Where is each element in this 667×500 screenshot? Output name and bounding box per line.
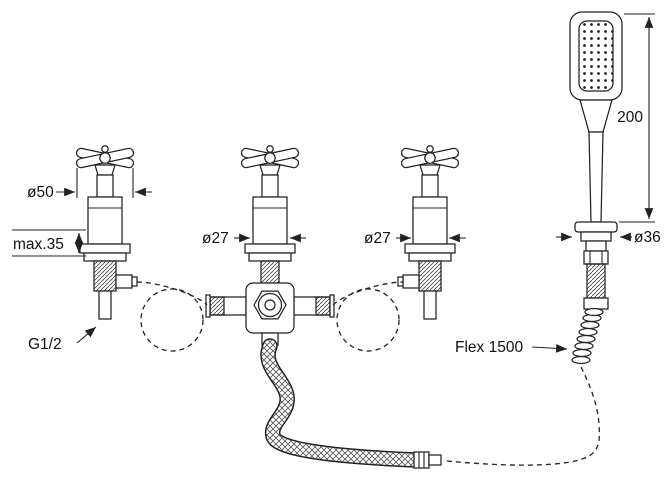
handle-top-knob-icon xyxy=(266,145,274,153)
valve-body xyxy=(412,196,448,245)
escutcheon-lower xyxy=(83,252,127,262)
handle-base xyxy=(419,164,441,176)
coil xyxy=(578,327,598,337)
left-hose-dashed xyxy=(136,281,208,306)
diverter-left-thread xyxy=(209,296,225,316)
escutcheon xyxy=(404,243,456,254)
escutcheon-lower xyxy=(248,252,292,262)
coil xyxy=(580,320,600,330)
hand-shower xyxy=(569,11,623,365)
nut-facets xyxy=(589,251,603,264)
hose-braid xyxy=(261,339,423,467)
leader-arrow xyxy=(531,344,568,353)
inlet-tail xyxy=(98,290,112,320)
escutcheon xyxy=(79,243,131,254)
dimensions: ø50 max.35 G1/2 ø27 ø27 ø36 200 Flex 150… xyxy=(12,13,661,356)
valve-stem xyxy=(261,174,279,198)
flex-route-dashed xyxy=(446,366,600,466)
mounting-nut xyxy=(583,250,609,265)
diverter-right-thread xyxy=(315,296,331,316)
hose-end-nut xyxy=(413,451,430,469)
threaded-shank xyxy=(260,260,280,284)
hose-nut-facets xyxy=(418,452,425,468)
right-valve xyxy=(397,145,460,320)
left-valve xyxy=(75,145,138,320)
shower-neck xyxy=(579,99,613,133)
valve-body xyxy=(87,196,123,245)
right-hose-loop xyxy=(336,288,400,352)
valve-stem xyxy=(96,174,114,198)
dim-label-center-diameter: ø27 xyxy=(202,230,229,247)
dim-label-base-diameter: ø36 xyxy=(634,229,661,246)
shower-escutcheon-mid xyxy=(580,231,612,242)
handle-top-knob-icon xyxy=(426,145,434,153)
side-outlet-end xyxy=(131,276,138,287)
handle-hub xyxy=(424,152,436,164)
dim-label-right-diameter: ø27 xyxy=(364,230,391,247)
handle-base xyxy=(259,164,281,176)
dim-label-max-thickness: max.35 xyxy=(13,236,64,253)
hose-end-tip xyxy=(428,454,442,466)
shower-escutcheon xyxy=(574,221,618,233)
dim-label-height: 200 xyxy=(617,109,643,126)
dim-label-handle-diameter: ø50 xyxy=(27,184,54,201)
coil xyxy=(576,334,596,344)
shower-escutcheon-lower xyxy=(585,240,607,252)
side-outlet xyxy=(115,274,133,289)
shower-supply-hose xyxy=(260,338,442,469)
threaded-rod xyxy=(586,263,606,299)
threaded-shank xyxy=(418,260,442,292)
center-valve xyxy=(240,145,300,284)
diverter-left-end xyxy=(205,294,211,318)
left-hose-loop xyxy=(140,288,204,352)
handle-top-knob-icon xyxy=(101,145,109,153)
shower-spray-face xyxy=(578,20,614,92)
diverter-right-end xyxy=(329,294,335,318)
dim-label-flex-length: Flex 1500 xyxy=(455,339,523,356)
inlet-tail xyxy=(423,290,437,320)
threaded-shank xyxy=(93,260,117,292)
coil xyxy=(572,348,592,358)
flex-spring-coils xyxy=(571,307,604,365)
lower-nut xyxy=(583,297,609,310)
handle-hub xyxy=(264,152,276,164)
connection-hoses xyxy=(136,281,600,466)
side-outlet xyxy=(402,274,420,289)
valve-stem xyxy=(421,174,439,198)
handle-hub xyxy=(99,152,111,164)
coil xyxy=(584,307,604,317)
coil xyxy=(574,341,594,351)
diverter-cap-center xyxy=(264,299,276,311)
handle-base xyxy=(94,164,116,176)
escutcheon-lower xyxy=(408,252,452,262)
shower-handle xyxy=(588,131,604,223)
valve-body xyxy=(252,196,288,245)
coil xyxy=(571,355,591,365)
diverter-body xyxy=(205,282,335,346)
leader-arrow xyxy=(76,326,97,344)
dim-label-thread: G1/2 xyxy=(28,336,62,353)
escutcheon xyxy=(244,243,296,254)
